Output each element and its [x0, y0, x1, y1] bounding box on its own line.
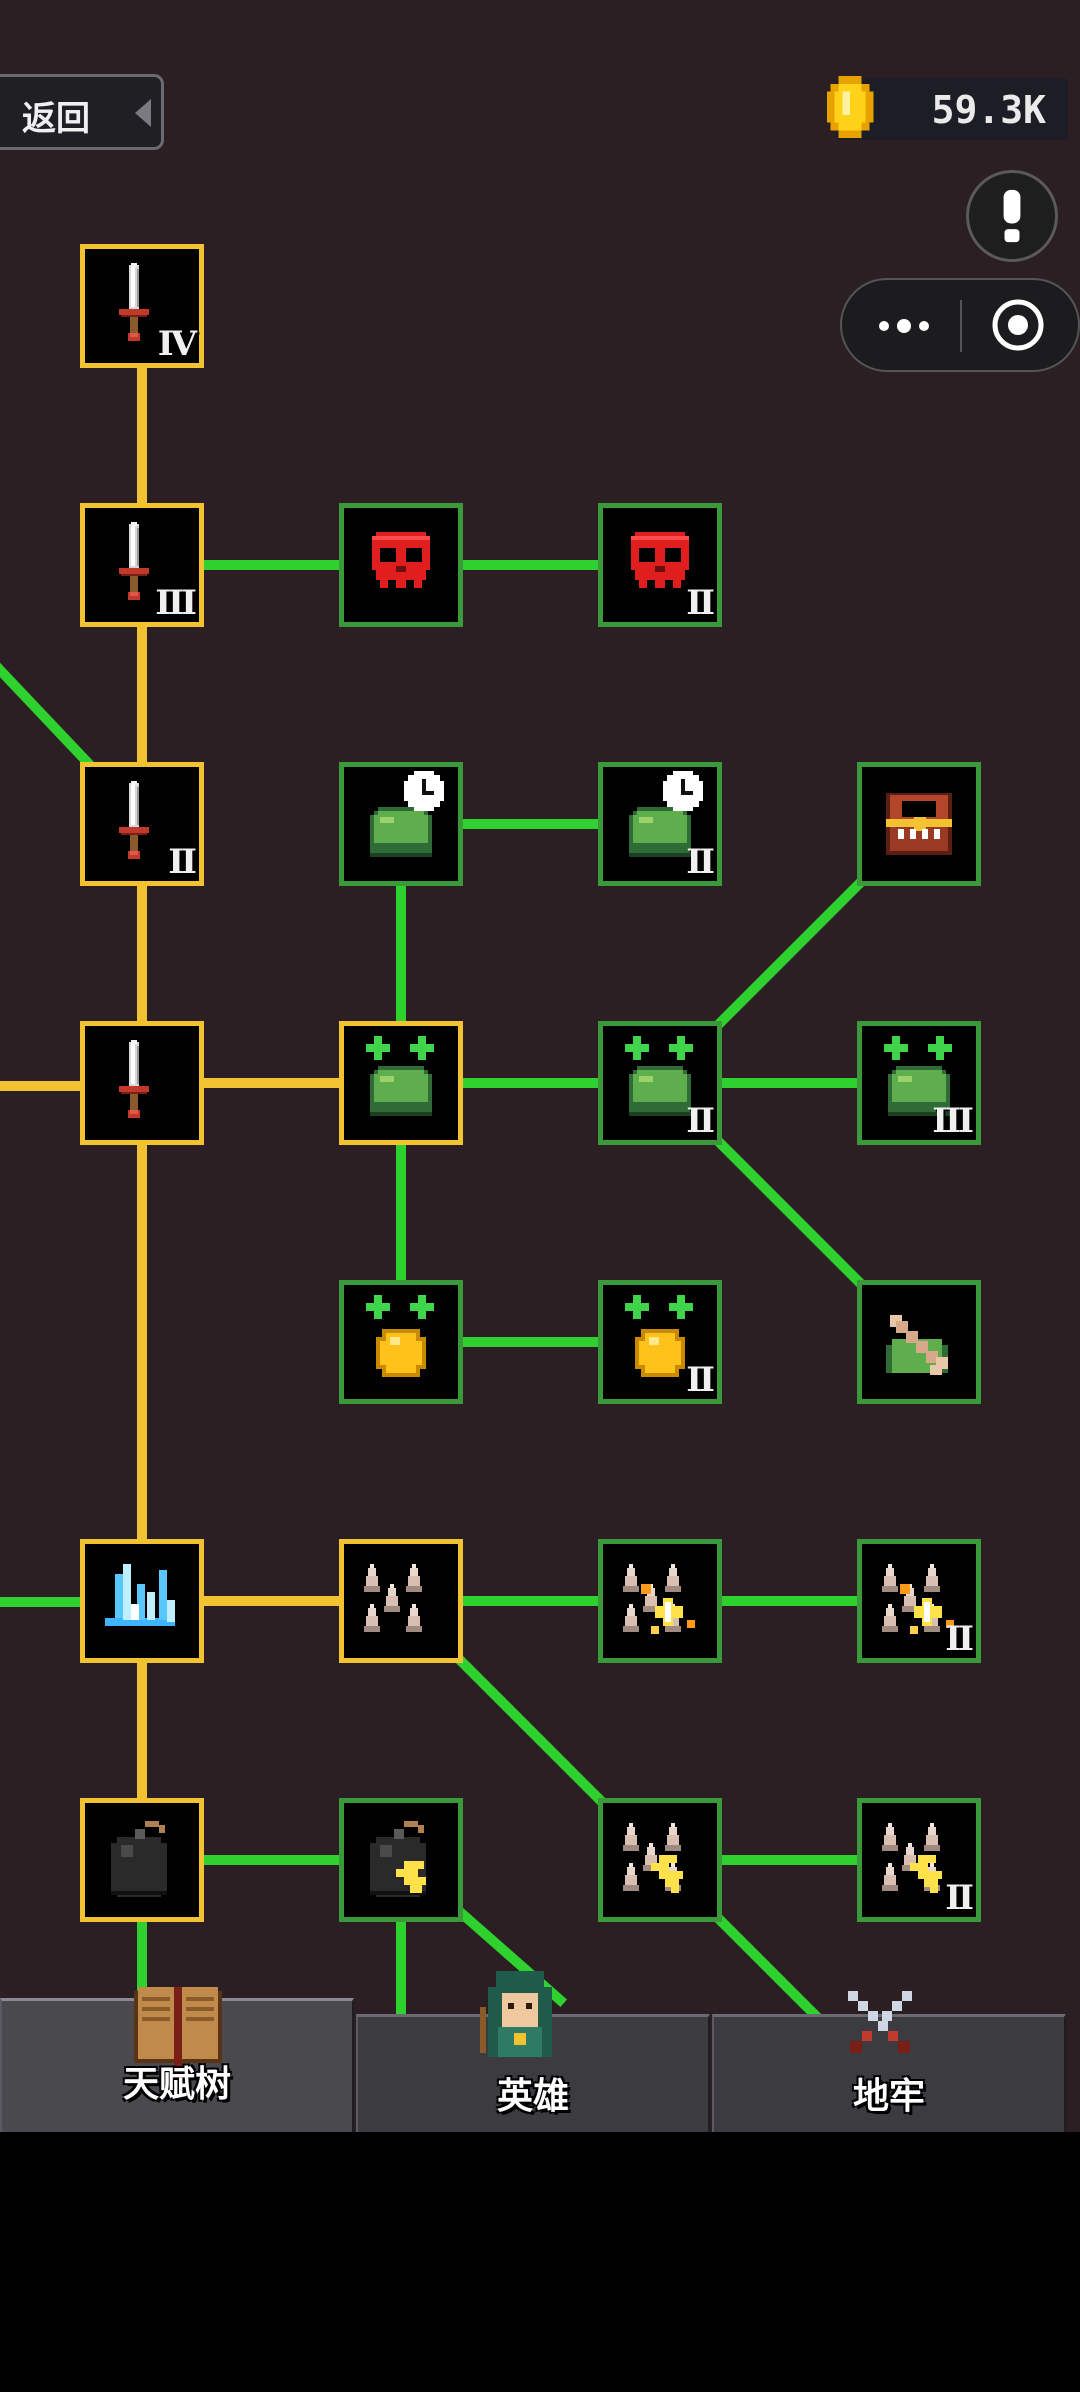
back-arrow-icon — [135, 99, 151, 127]
tier-label: II — [686, 583, 715, 623]
talent-node-slime-plus-1[interactable] — [339, 1021, 463, 1145]
treasure-chest-icon — [886, 793, 952, 855]
gold-coin-icon — [826, 76, 874, 138]
tier-label: II — [945, 1619, 974, 1659]
slime-plus-icon — [884, 1036, 952, 1116]
slime-clock-icon — [629, 771, 703, 857]
back-button[interactable]: 返回 — [0, 74, 164, 150]
talent-node-slime-timer-2[interactable]: II — [598, 762, 722, 886]
talent-node-spikes-lightning-2[interactable]: II — [857, 1798, 981, 1922]
exclamation-icon — [1003, 189, 1021, 243]
tab-label: 地牢 — [852, 2076, 925, 2117]
tier-label: II — [945, 1878, 974, 1918]
talent-node-sword-1[interactable] — [80, 1021, 204, 1145]
bottom-nav: 天赋树 英雄 地牢 — [0, 1971, 1080, 2132]
tips-button[interactable] — [966, 170, 1058, 262]
talent-book-icon — [134, 1987, 222, 2067]
mini-program-capsule — [840, 278, 1080, 372]
talent-node-slime-timer-1[interactable] — [339, 762, 463, 886]
red-skull-icon — [631, 532, 689, 588]
slime-plus-icon — [366, 1036, 434, 1116]
target-circle-icon[interactable] — [990, 297, 1046, 353]
talent-node-coin-plus-1[interactable] — [339, 1280, 463, 1404]
bomb-icon — [111, 1821, 167, 1897]
back-label: 返回 — [22, 99, 90, 139]
slime-bone-icon — [886, 1315, 948, 1375]
more-dots-icon[interactable] — [874, 306, 934, 346]
talent-node-sword-2[interactable]: II — [80, 762, 204, 886]
talent-node-sword-4[interactable]: IV — [80, 244, 204, 368]
talent-node-bomb-lightning[interactable] — [339, 1798, 463, 1922]
talent-node-slime-plus-3[interactable]: III — [857, 1021, 981, 1145]
tier-label: II — [686, 1101, 715, 1141]
coin-counter: 59.3K — [836, 78, 1068, 140]
tier-label: III — [155, 583, 197, 623]
talent-node-spikes-fire-1[interactable] — [598, 1539, 722, 1663]
coin-plus-icon — [625, 1295, 693, 1377]
talent-node-slime-plus-2[interactable]: II — [598, 1021, 722, 1145]
hero-archer-icon — [480, 1971, 552, 2057]
tab-hero[interactable]: 英雄 — [356, 1971, 710, 2132]
tab-label: 英雄 — [496, 2076, 569, 2117]
tab-dungeon[interactable]: 地牢 — [712, 1991, 1066, 2132]
tier-label: II — [686, 842, 715, 882]
talent-node-ice-crystal[interactable] — [80, 1539, 204, 1663]
slime-clock-icon — [370, 771, 444, 857]
coin-plus-icon — [366, 1295, 434, 1377]
tier-label: IV — [157, 324, 197, 364]
talent-node-skull-2[interactable]: II — [598, 503, 722, 627]
talent-node-spikes-fire-2[interactable]: II — [857, 1539, 981, 1663]
crossed-swords-icon — [848, 1991, 912, 2053]
spikes-icon — [364, 1564, 422, 1632]
red-skull-icon — [372, 532, 430, 588]
ice-crystal-icon — [105, 1564, 175, 1626]
capsule-divider — [960, 300, 962, 352]
coin-amount: 59.3K — [931, 88, 1046, 132]
talent-node-sword-3[interactable]: III — [80, 503, 204, 627]
talent-node-spikes-1[interactable] — [339, 1539, 463, 1663]
tier-label: II — [168, 842, 197, 882]
tab-label: 天赋树 — [122, 2064, 231, 2105]
tier-label: II — [686, 1360, 715, 1400]
tab-talent[interactable]: 天赋树 — [0, 1987, 354, 2132]
sword-icon — [119, 1040, 149, 1118]
spikes-lightning-icon — [882, 1823, 942, 1893]
talent-node-skull-1[interactable] — [339, 503, 463, 627]
bomb-lightning-icon — [370, 1821, 426, 1897]
slime-plus-icon — [625, 1036, 693, 1116]
talent-node-spikes-lightning-1[interactable] — [598, 1798, 722, 1922]
sword-icon — [119, 781, 149, 859]
spikes-fire-icon — [623, 1564, 695, 1634]
talent-node-treasure-chest[interactable] — [857, 762, 981, 886]
sword-icon — [119, 522, 149, 600]
spikes-fire-icon — [882, 1564, 954, 1634]
talent-node-slime-bone[interactable] — [857, 1280, 981, 1404]
talent-node-bomb-1[interactable] — [80, 1798, 204, 1922]
talent-node-coin-plus-2[interactable]: II — [598, 1280, 722, 1404]
sword-icon — [119, 263, 149, 341]
tier-label: III — [932, 1101, 974, 1141]
spikes-lightning-icon — [623, 1823, 683, 1893]
